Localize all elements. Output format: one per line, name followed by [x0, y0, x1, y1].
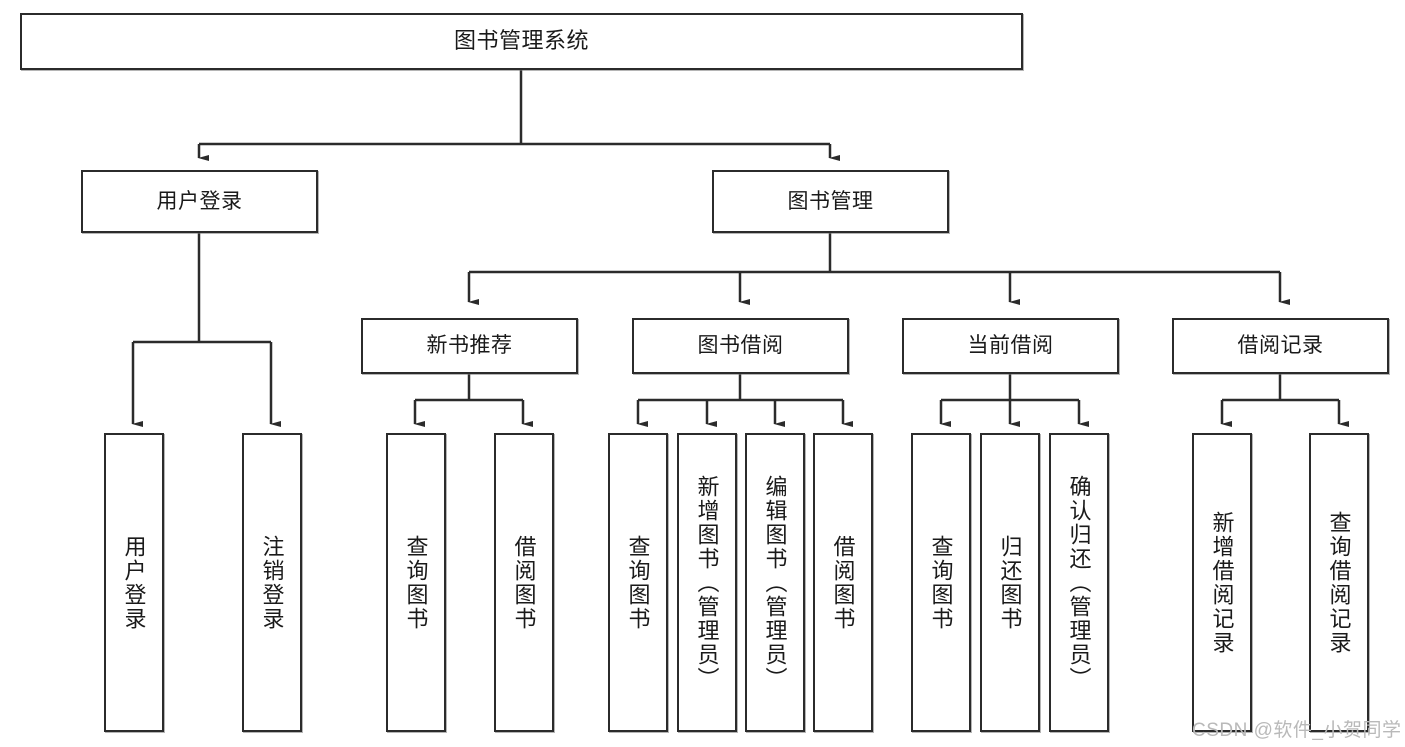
leaf-book-borrow-borrow-book[interactable]: 借阅图书 [813, 433, 873, 732]
node-label: 图书管理 [787, 189, 874, 213]
node-label: 新书推荐 [426, 334, 513, 358]
leaf-borrow-record-query-record[interactable]: 查询借阅记录 [1309, 433, 1369, 732]
leaf-label: 新增图书（管理员） [694, 474, 720, 691]
leaf-label: 新增借阅记录 [1209, 510, 1235, 655]
node-label: 图书借阅 [697, 334, 784, 358]
node-user-login[interactable]: 用户登录 [81, 170, 318, 233]
leaf-current-borrow-query-book[interactable]: 查询图书 [911, 433, 971, 732]
node-book-management[interactable]: 图书管理 [712, 170, 949, 233]
node-label: 当前借阅 [967, 334, 1054, 358]
leaf-label: 确认归还（管理员） [1066, 474, 1092, 691]
leaf-label: 借阅图书 [830, 534, 856, 631]
leaf-new-book-query-book[interactable]: 查询图书 [386, 433, 446, 732]
leaf-label: 查询图书 [928, 534, 954, 631]
leaf-label: 借阅图书 [511, 534, 537, 631]
node-label: 借阅记录 [1237, 334, 1324, 358]
leaf-book-borrow-edit-book-admin[interactable]: 编辑图书（管理员） [745, 433, 805, 732]
leaf-current-borrow-return-book[interactable]: 归还图书 [980, 433, 1040, 732]
leaf-new-book-borrow-book[interactable]: 借阅图书 [494, 433, 554, 732]
leaf-label: 查询借阅记录 [1326, 510, 1352, 655]
node-new-book-recommend[interactable]: 新书推荐 [361, 318, 578, 374]
watermark-text: CSDN @软件_小贺同学 [1192, 720, 1402, 741]
leaf-user-login-login[interactable]: 用户登录 [104, 433, 164, 732]
node-label: 用户登录 [156, 189, 243, 213]
leaf-current-borrow-confirm-return-admin[interactable]: 确认归还（管理员） [1049, 433, 1109, 732]
leaf-label: 归还图书 [997, 534, 1023, 631]
leaf-borrow-record-add-record[interactable]: 新增借阅记录 [1192, 433, 1252, 732]
node-label: 图书管理系统 [453, 28, 589, 54]
leaf-book-borrow-add-book-admin[interactable]: 新增图书（管理员） [677, 433, 737, 732]
leaf-label: 查询图书 [625, 534, 651, 631]
leaf-label: 编辑图书（管理员） [762, 474, 788, 691]
leaf-label: 注销登录 [259, 534, 285, 631]
leaf-book-borrow-query-book[interactable]: 查询图书 [608, 433, 668, 732]
leaf-label: 查询图书 [403, 534, 429, 631]
node-borrow-record[interactable]: 借阅记录 [1172, 318, 1389, 374]
node-root-book-management-system[interactable]: 图书管理系统 [20, 13, 1023, 70]
node-book-borrow[interactable]: 图书借阅 [632, 318, 849, 374]
leaf-label: 用户登录 [121, 534, 147, 631]
leaf-user-login-logout[interactable]: 注销登录 [242, 433, 302, 732]
node-current-borrow[interactable]: 当前借阅 [902, 318, 1119, 374]
